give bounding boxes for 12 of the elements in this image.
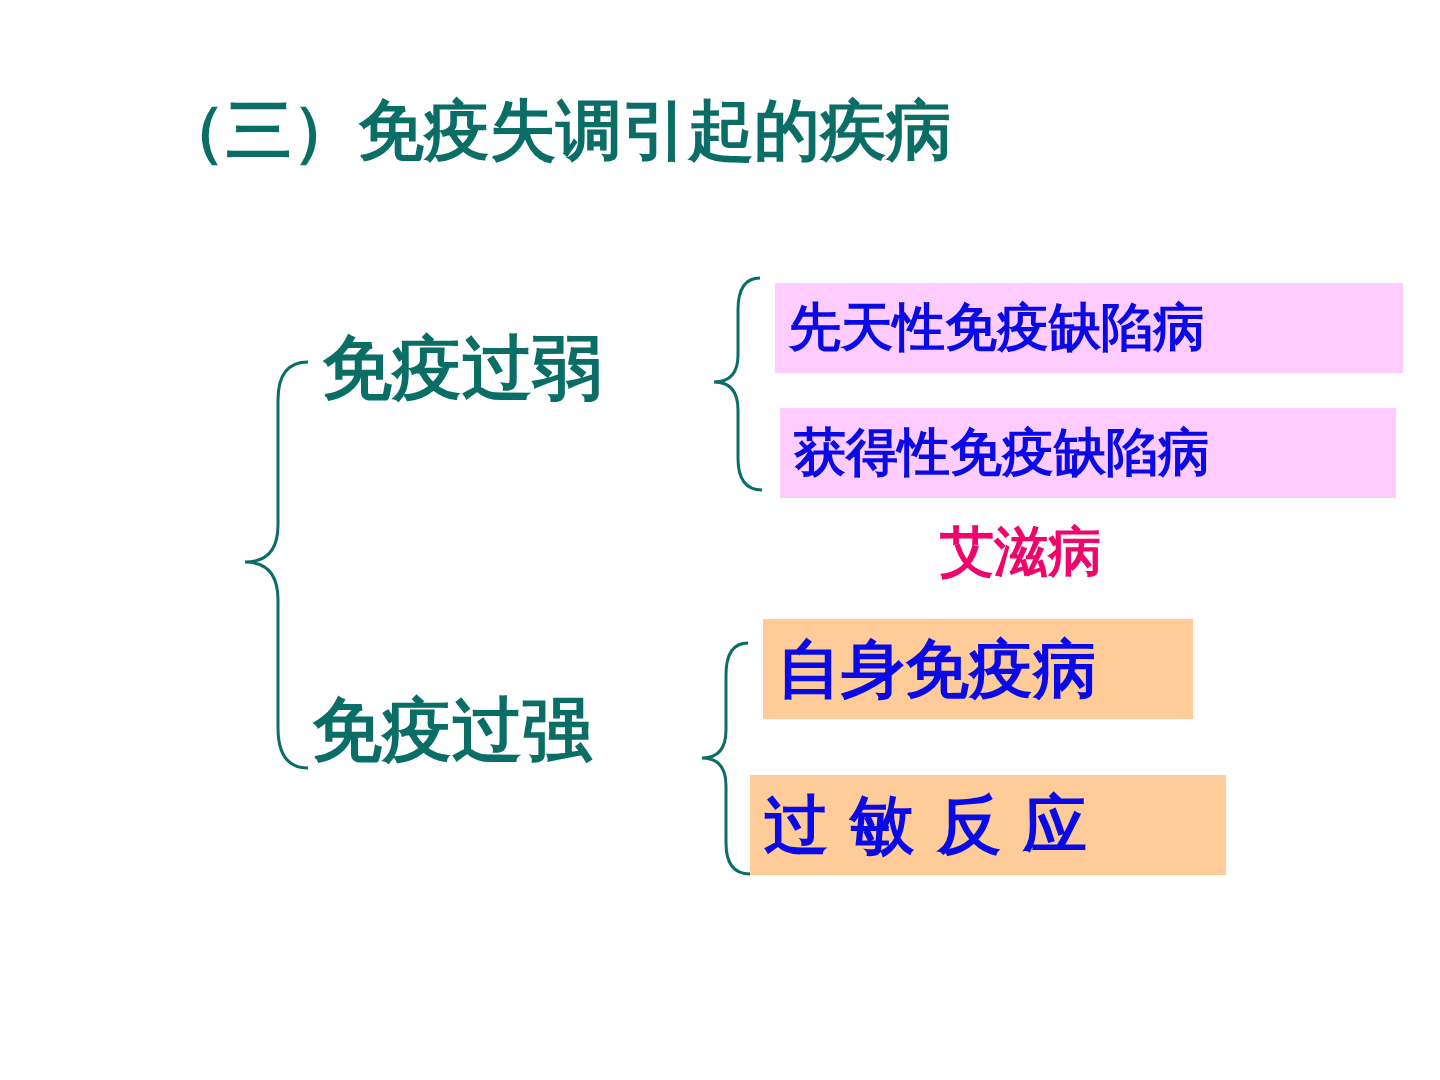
category-label: 免疫过弱 [322, 330, 602, 407]
example-label: 艾滋病 [940, 522, 1102, 582]
disease-name: 获得性免疫缺陷病 [794, 421, 1210, 484]
disease-box [750, 775, 1226, 875]
category-label: 免疫过强 [312, 692, 592, 769]
disease-box [775, 283, 1403, 373]
disease-name: 过 敏 反 应 [764, 786, 1087, 864]
disease-name: 自身免疫病 [777, 630, 1097, 708]
disease-name: 先天性免疫缺陷病 [789, 296, 1205, 359]
title: （三）免疫失调引起的疾病 [160, 95, 952, 168]
disease-box [780, 408, 1396, 498]
disease-box [763, 619, 1193, 719]
